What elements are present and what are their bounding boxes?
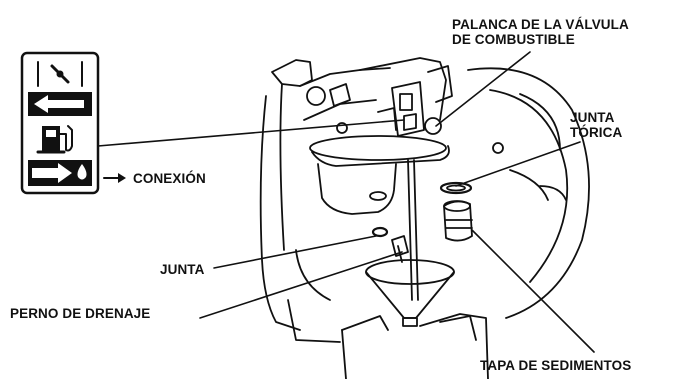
fuel-valve-lever-label-line1: PALANCA DE LA VÁLVULA xyxy=(452,17,629,32)
leader-drain-bolt xyxy=(200,252,402,318)
drain-bolt-label: PERNO DE DRENAJE xyxy=(10,306,150,321)
fuel-pump-icon xyxy=(38,126,72,152)
arrow-right-drop-icon xyxy=(28,160,92,186)
leader-o-ring xyxy=(456,142,580,186)
leader-lines xyxy=(98,52,594,352)
engine-illustration xyxy=(261,58,589,379)
leader-connection xyxy=(98,120,404,146)
o-ring-label-line2: TÓRICA xyxy=(570,125,622,140)
sediment-cup-label: TAPA DE SEDIMENTOS xyxy=(480,358,631,373)
valve-off-icon xyxy=(38,62,82,86)
leader-gasket xyxy=(214,236,376,268)
connection-label: CONEXIÓN xyxy=(133,171,206,186)
leader-fuel-valve-lever xyxy=(436,52,530,126)
leader-sediment-cup xyxy=(472,230,594,352)
fuel-valve-lever-label: PALANCA DE LA VÁLVULA DE COMBUSTIBLE xyxy=(452,17,629,47)
o-ring-label: JUNTA TÓRICA xyxy=(570,110,622,140)
fuel-valve-lever-label-line2: DE COMBUSTIBLE xyxy=(452,32,629,47)
connection-arrow xyxy=(104,173,126,183)
arrow-left-icon xyxy=(28,92,92,116)
gasket-label: JUNTA xyxy=(160,262,205,277)
fuel-valve-symbol-panel xyxy=(22,53,98,193)
o-ring-label-line1: JUNTA xyxy=(570,110,622,125)
